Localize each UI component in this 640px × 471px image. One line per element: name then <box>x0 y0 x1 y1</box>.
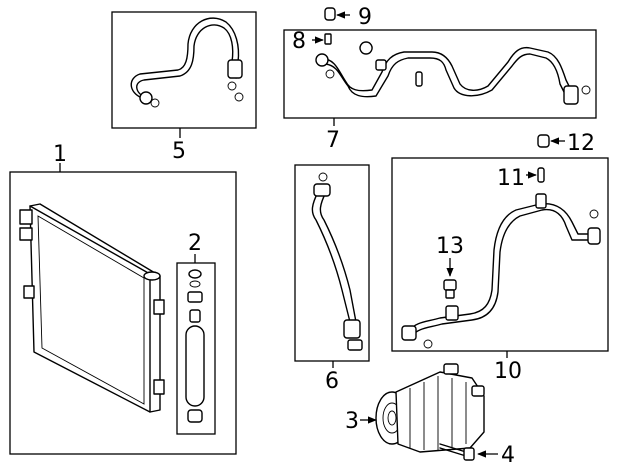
part-7-grommet <box>359 41 373 55</box>
part-2-plug <box>187 291 203 303</box>
callout-10: 10 <box>494 359 522 384</box>
part-5-hose <box>130 17 240 99</box>
part-7-box <box>283 29 597 119</box>
part-3-port-top <box>443 363 459 375</box>
callout-6: 6 <box>325 369 339 394</box>
part-11-valve-core <box>537 167 545 183</box>
callout-5: 5 <box>172 139 186 164</box>
part-7-fitting-right <box>563 85 579 105</box>
part-7-fitting-left <box>315 53 329 67</box>
part-12-cap-group: 12 <box>537 131 595 156</box>
callout-7: 7 <box>326 128 340 153</box>
part-1-condenser-frame <box>29 205 151 413</box>
part-13-sensor-group: 13 <box>436 234 464 299</box>
part-4-bolt-shank <box>439 443 467 457</box>
part-1-condenser-core <box>37 215 145 405</box>
part-12-cap <box>537 134 550 148</box>
part-3-compressor-ribs <box>409 376 467 450</box>
part-10-line <box>409 203 595 337</box>
part-2-end-plug <box>187 409 203 423</box>
part-1-bracket-top <box>19 209 33 225</box>
part-9-cap <box>324 7 336 21</box>
part-5-oring-a <box>227 81 237 91</box>
part-10-oring-right <box>589 209 599 219</box>
callout-13: 13 <box>436 234 464 259</box>
part-5-fitting-left <box>139 91 153 105</box>
part-5-fitting-right <box>227 59 243 79</box>
part-7-sensor <box>415 71 423 87</box>
part-1-condenser-side <box>29 203 161 413</box>
callout-12: 12 <box>567 131 595 156</box>
callout-11: 11 <box>497 166 525 191</box>
callout-9: 9 <box>358 5 372 30</box>
callout-8: 8 <box>292 29 306 54</box>
part-10-box <box>391 157 609 352</box>
part-7-line-group: 7 <box>283 29 597 153</box>
part-6-hose <box>311 191 357 323</box>
part-1-bracket-mid <box>19 227 33 241</box>
part-10-fitting-right <box>587 227 601 245</box>
part-2-box <box>176 262 216 435</box>
part-4-bolt-head <box>463 447 475 461</box>
part-5-hose-group: 5 <box>111 11 257 164</box>
part-6-block <box>347 339 363 351</box>
part-1-condenser-group: 1 <box>9 142 237 455</box>
part-1-bracket-low <box>23 285 35 299</box>
part-10-oring-left <box>423 339 433 349</box>
part-1-bracket-right-low <box>153 379 165 395</box>
callout-1: 1 <box>53 142 67 167</box>
part-8-valve-core <box>324 33 332 45</box>
part-2-filter <box>189 309 201 323</box>
part-6-box <box>294 164 370 362</box>
part-2-desiccant <box>185 325 205 407</box>
part-9-cap-group: 9 <box>324 5 372 30</box>
callout-3: 3 <box>345 409 359 434</box>
part-2-cap <box>188 269 202 279</box>
part-7-oring-right <box>581 85 591 95</box>
part-10-line-group: 10 <box>391 157 609 384</box>
part-10-sensor-port <box>445 305 459 321</box>
part-4-bolt-group: 4 <box>439 443 515 468</box>
part-13-sensor-body <box>443 279 457 291</box>
part-10-service-port <box>535 193 547 209</box>
part-6-fitting-top <box>313 183 331 197</box>
part-8-valve-core-group: 8 <box>292 29 332 54</box>
part-6-fitting-bottom <box>343 319 361 339</box>
part-7-bracket <box>375 59 387 71</box>
part-1-box <box>9 171 237 455</box>
part-6-hose-group: 6 <box>294 164 370 394</box>
callout-2: 2 <box>188 231 202 256</box>
part-3-port-side <box>471 385 485 397</box>
part-10-fitting-left <box>401 325 417 341</box>
part-7-line <box>321 46 573 98</box>
part-2-oring-a <box>189 280 201 288</box>
part-1-drier-cap <box>143 271 161 281</box>
part-3-compressor-body <box>395 371 485 453</box>
part-6-oring-top <box>318 172 328 182</box>
part-11-valve-core-group: 11 <box>497 166 545 191</box>
part-13-sensor-tip <box>445 289 455 299</box>
part-3-pulley-hub <box>387 410 397 426</box>
part-5-oring-b <box>234 92 244 102</box>
part-5-box <box>111 11 257 129</box>
part-7-oring-left <box>325 69 335 79</box>
part-3-compressor-group: 3 <box>345 363 485 453</box>
callout-4: 4 <box>501 443 515 468</box>
part-1-bracket-right <box>153 299 165 315</box>
part-5-oring-c <box>150 98 160 108</box>
part-2-drier-group: 2 <box>176 231 216 435</box>
